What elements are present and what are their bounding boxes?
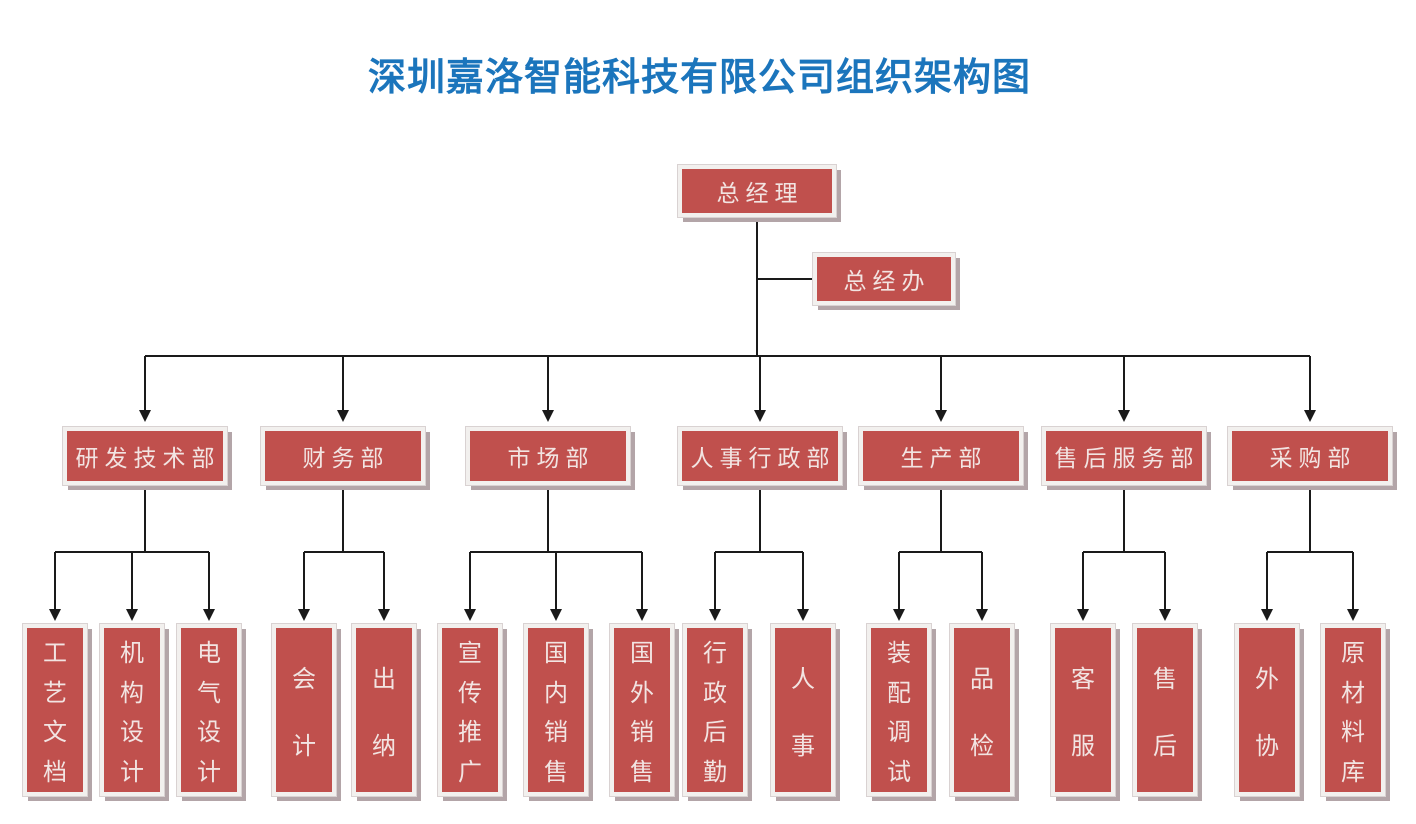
org-node-label: 行政后勤 bbox=[703, 640, 727, 787]
org-node-dept-rd-tech: 研发技术部 bbox=[62, 426, 228, 486]
org-node-unit-customer-service: 客服 bbox=[1050, 623, 1116, 797]
org-node-unit-quality-inspection: 品检 bbox=[949, 623, 1015, 797]
org-node-dept-hr-admin: 人事行政部 bbox=[677, 426, 843, 486]
org-node-label: 国内销售 bbox=[544, 640, 568, 787]
org-node-label: 售后 bbox=[1153, 667, 1177, 760]
org-node-unit-electrical-design: 电气设计 bbox=[176, 623, 242, 797]
org-node-label: 市场部 bbox=[507, 446, 595, 471]
org-node-general-manager: 总经理 bbox=[677, 164, 837, 218]
org-node-unit-assembly-testing: 装配调试 bbox=[866, 623, 932, 797]
org-node-label: 宣传推广 bbox=[458, 640, 482, 787]
org-node-label: 生产部 bbox=[900, 446, 988, 471]
org-node-label: 国外销售 bbox=[630, 640, 654, 787]
org-node-dept-production: 生产部 bbox=[858, 426, 1024, 486]
org-node-gm-office: 总经办 bbox=[812, 252, 956, 306]
org-node-unit-cashier: 出纳 bbox=[351, 623, 417, 797]
org-node-unit-domestic-sales: 国内销售 bbox=[523, 623, 589, 797]
org-node-unit-overseas-sales: 国外销售 bbox=[609, 623, 675, 797]
org-node-label: 外协 bbox=[1255, 667, 1279, 760]
org-node-label: 出纳 bbox=[372, 667, 396, 760]
org-node-unit-after-sales: 售后 bbox=[1132, 623, 1198, 797]
org-node-label: 装配调试 bbox=[887, 640, 911, 787]
org-node-label: 机构设计 bbox=[120, 640, 144, 787]
org-node-unit-raw-materials-warehouse: 原材料库 bbox=[1320, 623, 1386, 797]
org-node-unit-mechanical-design: 机构设计 bbox=[99, 623, 165, 797]
org-node-label: 售后服务部 bbox=[1054, 446, 1200, 471]
org-node-unit-process-docs: 工艺文档 bbox=[22, 623, 88, 797]
org-node-label: 会计 bbox=[292, 667, 316, 760]
org-node-label: 客服 bbox=[1071, 667, 1095, 760]
org-node-unit-promotion: 宣传推广 bbox=[437, 623, 503, 797]
org-node-unit-admin-logistics: 行政后勤 bbox=[682, 623, 748, 797]
org-node-dept-finance: 财务部 bbox=[260, 426, 426, 486]
org-node-unit-accounting: 会计 bbox=[271, 623, 337, 797]
org-node-label: 研发技术部 bbox=[75, 446, 221, 471]
org-node-unit-outsourcing: 外协 bbox=[1234, 623, 1300, 797]
org-node-unit-hr: 人事 bbox=[770, 623, 836, 797]
org-node-label: 财务部 bbox=[302, 446, 390, 471]
org-node-dept-after-sales-service: 售后服务部 bbox=[1041, 426, 1207, 486]
org-node-label: 总经办 bbox=[843, 269, 931, 294]
org-node-label: 电气设计 bbox=[197, 640, 221, 787]
org-node-label: 人事行政部 bbox=[690, 446, 836, 471]
org-node-label: 品检 bbox=[970, 667, 994, 760]
org-node-label: 人事 bbox=[791, 667, 815, 760]
page-title: 深圳嘉洛智能科技有限公司组织架构图 bbox=[368, 57, 1032, 99]
org-node-label: 工艺文档 bbox=[43, 640, 67, 787]
org-node-label: 原材料库 bbox=[1341, 640, 1365, 787]
org-node-label: 采购部 bbox=[1269, 446, 1357, 471]
org-node-dept-marketing: 市场部 bbox=[465, 426, 631, 486]
org-node-dept-purchasing: 采购部 bbox=[1227, 426, 1393, 486]
org-node-label: 总经理 bbox=[716, 181, 804, 206]
